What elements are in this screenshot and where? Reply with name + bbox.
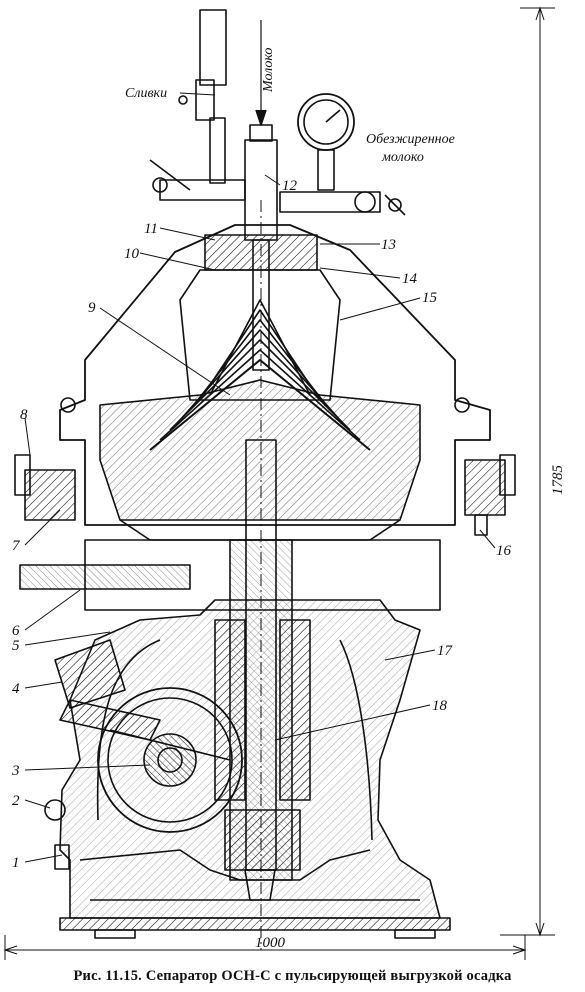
part-number-8: 8 — [20, 407, 28, 423]
part-number-13: 13 — [381, 237, 396, 253]
side-fittings — [60, 397, 488, 536]
part-number-1: 1 — [12, 855, 20, 871]
cream-outlet — [149, 9, 246, 201]
skim-milk-label-line1: Обезжиренное — [366, 132, 455, 147]
cream-label: Сливки — [125, 86, 167, 101]
part-number-2: 2 — [12, 793, 20, 809]
skim-milk-label-line2: молоко — [381, 150, 424, 165]
spindle — [214, 200, 311, 950]
part-number-7: 7 — [12, 538, 21, 554]
part-number-16: 16 — [496, 543, 512, 559]
part-number-4: 4 — [12, 681, 20, 697]
inlet-tube — [244, 20, 278, 371]
part-number-9: 9 — [88, 300, 96, 316]
part-number-3: 3 — [11, 763, 20, 779]
milk-label: Молоко — [261, 48, 276, 93]
part-number-10: 10 — [124, 246, 140, 262]
rotor-disc-stack — [99, 234, 421, 541]
part-number-12: 12 — [282, 178, 298, 194]
part-number-5: 5 — [12, 638, 20, 654]
width-dimension: 1000 — [255, 935, 286, 951]
skim-milk-outlet — [279, 93, 406, 216]
part-number-15: 15 — [422, 290, 438, 306]
part-number-17: 17 — [437, 643, 454, 659]
part-number-6: 6 — [12, 623, 20, 639]
figure-caption: Рис. 11.15. Сепаратор ОСН-С с пульсирующ… — [73, 968, 512, 984]
part-number-18: 18 — [432, 698, 448, 714]
part-number-14: 14 — [402, 271, 418, 287]
dimension-lines — [3, 6, 555, 960]
height-dimension: 1785 — [550, 465, 566, 496]
leader-lines — [24, 92, 496, 863]
part-number-11: 11 — [144, 221, 158, 237]
